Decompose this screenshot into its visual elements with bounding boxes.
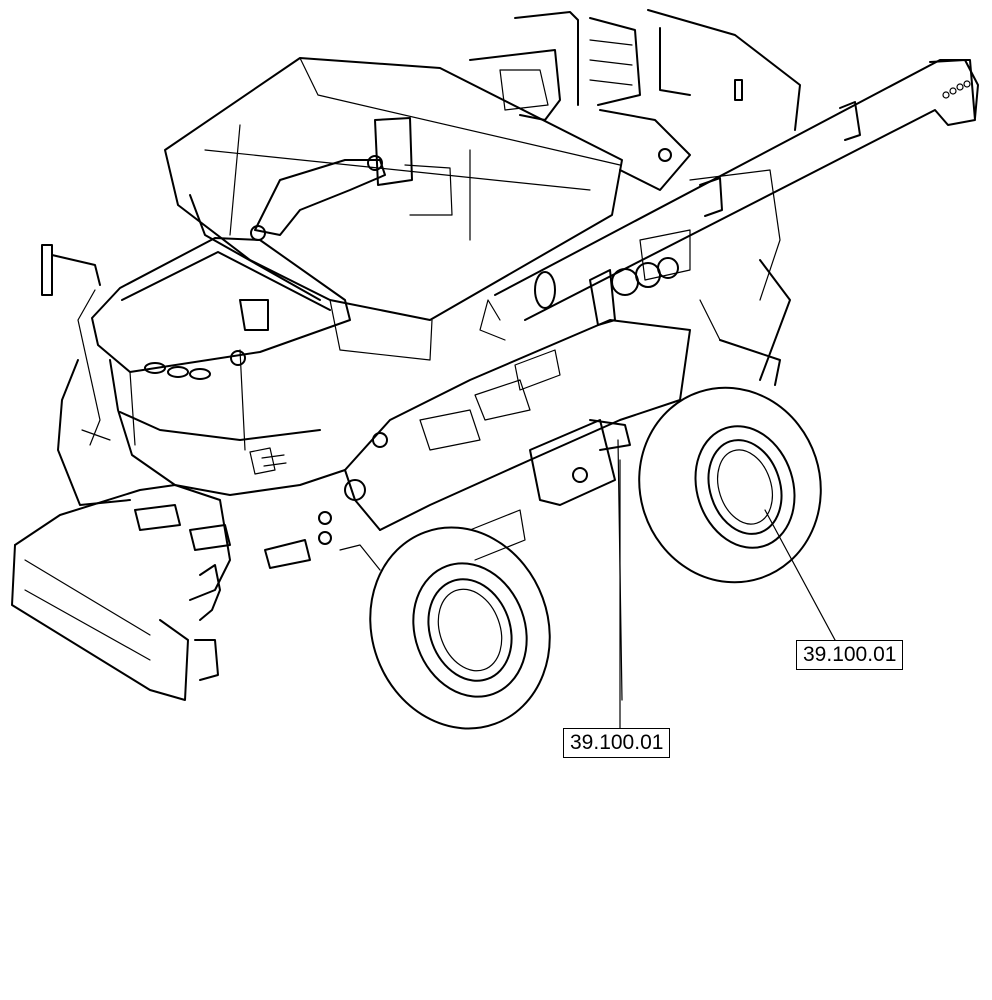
callout-label-front-axle[interactable]: 39.100.01 [563, 728, 671, 758]
body-left [57, 289, 131, 506]
cab [91, 237, 351, 496]
callout-label-rear-wheel[interactable]: 39.100.01 [796, 640, 904, 670]
grain-tank [164, 57, 623, 361]
leader-lines [619, 459, 836, 729]
feeder-house [11, 484, 311, 701]
front-wheel [369, 526, 551, 730]
engine-deck [469, 9, 801, 386]
rear-wheel [638, 386, 822, 584]
body-main [318, 319, 691, 571]
side-mirror [41, 244, 101, 296]
unloading-auger [479, 59, 979, 341]
leader-line-rear-wheel [764, 509, 836, 641]
